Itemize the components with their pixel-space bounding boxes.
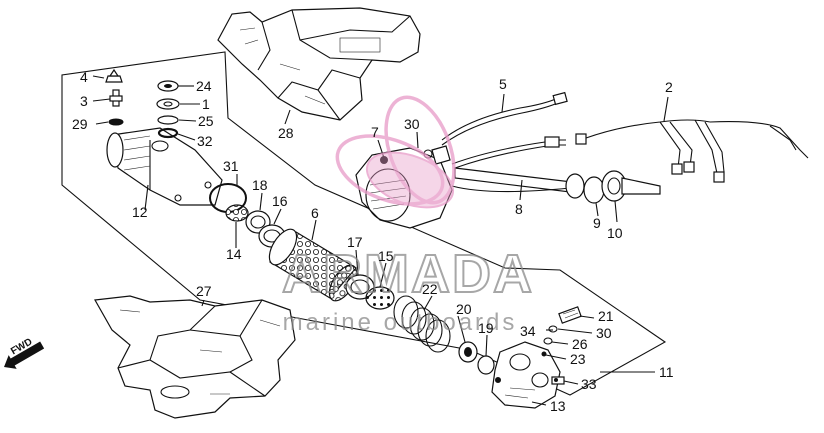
callout-20: 20 (456, 301, 472, 317)
callout-5: 5 (499, 76, 507, 92)
callout-3: 3 (80, 93, 88, 109)
callout-17: 17 (347, 234, 363, 250)
callout-21: 21 (598, 308, 614, 324)
callout-16: 16 (272, 193, 288, 209)
callout-labels: 4 3 29 24 1 25 32 12 31 14 18 16 6 17 15… (72, 69, 674, 414)
callout-27: 27 (196, 283, 212, 299)
oring-part-29 (108, 118, 124, 126)
callout-31: 31 (223, 158, 239, 174)
callout-10: 10 (607, 225, 623, 241)
callout-14: 14 (226, 246, 242, 262)
callout-33: 33 (581, 376, 597, 392)
washer-part-25 (157, 115, 179, 125)
callout-7: 7 (371, 124, 379, 140)
cable-part-5 (441, 91, 568, 169)
washer-part-1 (156, 98, 180, 110)
lower-housing-part-27 (94, 295, 296, 419)
leader-lines (92, 75, 669, 406)
callout-28: 28 (278, 125, 294, 141)
wiring-harness-part-2 (575, 119, 809, 183)
callout-23: 23 (570, 351, 586, 367)
washer-part-20 (458, 341, 478, 363)
bolt-part-33 (551, 376, 565, 385)
upper-housing-part-28 (217, 7, 421, 121)
callout-32: 32 (197, 133, 213, 149)
bolt-part-23 (541, 351, 547, 357)
filter-disc-part-14 (225, 204, 249, 222)
armada-logo-mark (335, 95, 456, 209)
callout-26: 26 (572, 336, 588, 352)
cap-nut-part-4 (105, 68, 123, 83)
callout-30-upper: 30 (404, 116, 420, 132)
callout-15: 15 (378, 248, 394, 264)
watermark-brand: ARMADA (282, 244, 534, 304)
callout-19: 19 (478, 320, 494, 336)
callout-34: 34 (520, 323, 536, 339)
strainer-mesh-part-6 (268, 228, 358, 302)
cylinder-part-12 (106, 127, 223, 206)
oring-part-34 (548, 325, 558, 333)
callout-9: 9 (593, 215, 601, 231)
callout-24: 24 (196, 78, 212, 94)
callout-1: 1 (202, 96, 210, 112)
callout-4: 4 (80, 69, 88, 85)
callout-18: 18 (252, 177, 268, 193)
watermark-tagline: marine outboards (283, 309, 518, 336)
callout-11: 11 (659, 364, 674, 380)
callout-30-lower: 30 (596, 325, 612, 341)
callout-8: 8 (515, 201, 523, 217)
oring-part-32 (157, 127, 179, 139)
nut-part-24 (157, 80, 179, 92)
callout-2: 2 (665, 79, 673, 95)
callout-13: 13 (550, 398, 566, 414)
seal-part-19 (477, 355, 495, 375)
callout-12: 12 (132, 204, 148, 220)
exploded-view-frame (61, 51, 667, 396)
spring-part-22 (393, 295, 451, 353)
tube-part-8 (451, 167, 573, 193)
nipple-part-3 (109, 89, 123, 107)
oring-part-26 (543, 337, 553, 345)
tube-grommet (565, 173, 585, 199)
end-cap-part-13 (491, 341, 561, 409)
forward-direction-arrow: FWD (4, 336, 45, 369)
grommet-part-10 (601, 170, 661, 202)
valve-part-21 (558, 306, 582, 324)
callout-29: 29 (72, 116, 88, 132)
callout-25: 25 (198, 113, 214, 129)
callout-6: 6 (311, 205, 319, 221)
callout-22: 22 (422, 281, 438, 297)
grommet-part-9 (583, 176, 605, 204)
armada-watermark: ARMADA marine outboards (281, 95, 534, 336)
